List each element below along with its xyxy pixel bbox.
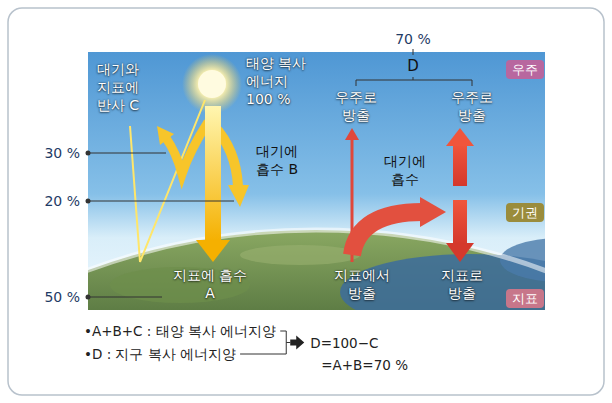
percent-label: 20 % (44, 192, 80, 210)
percent-label: 30 % (44, 144, 80, 162)
equation: D=100−C (310, 334, 378, 352)
tag-text: 지표 (512, 291, 538, 306)
process-label: 대기에 흡수 B (254, 142, 300, 178)
arrow-head (446, 128, 474, 146)
earth (88, 230, 545, 310)
sun (198, 70, 226, 98)
region-tag: 지표 (506, 289, 544, 308)
land-patch (110, 267, 250, 303)
leader-line (88, 153, 166, 154)
up-arrow (453, 144, 467, 186)
arrow-symbol (290, 336, 304, 350)
summary-note: •D : 지구 복사 에너지양 (84, 345, 236, 363)
process-label: 대기와 지표에 반사 C (93, 60, 143, 114)
process-label: 우주로 방출 (333, 88, 379, 124)
percent-label: 50 % (44, 288, 80, 306)
solar-arrow (205, 106, 221, 242)
tag-text: 우주 (512, 62, 538, 77)
process-label: 지표로 방출 (439, 266, 485, 302)
process-label: 지표에 흡수 A (170, 266, 250, 302)
symbol-label: D (407, 57, 419, 75)
arrow-head (420, 197, 446, 227)
leader-line (88, 201, 234, 202)
leader-dot (86, 151, 91, 156)
leader-dot (86, 199, 91, 204)
bracket (356, 49, 472, 86)
atmosphere-rim (88, 230, 545, 310)
reflect-ray (130, 100, 205, 262)
arrow-head (157, 126, 174, 145)
source-label: 태양 복사 에너지 100 % (246, 54, 312, 108)
process-label: 우주로 방출 (449, 88, 495, 124)
frame (8, 8, 604, 395)
region-tag: 기권 (506, 203, 544, 222)
process-label: 대기에 흡수 (382, 152, 428, 188)
region-tag: 우주 (506, 60, 544, 79)
arrow-head (446, 243, 474, 262)
leader-line (88, 297, 162, 298)
arrow-head (228, 185, 249, 207)
land-patch (240, 245, 360, 265)
absorb-red-arrow (352, 212, 422, 255)
percent-label: 70 % (395, 30, 431, 48)
leader-dot (86, 295, 91, 300)
summary-note: •A+B+C : 태양 복사 에너지양 (84, 322, 276, 340)
earth-photo (88, 52, 545, 310)
reflect-arrow (166, 122, 208, 174)
equation: =A+B=70 % (321, 356, 408, 374)
sun-glow (182, 54, 242, 114)
process-label: 지표에서 방출 (332, 266, 392, 302)
arrow-head (196, 240, 230, 262)
arrow-head (345, 128, 359, 140)
down-arrow (453, 200, 467, 244)
tag-text: 기권 (512, 205, 538, 220)
